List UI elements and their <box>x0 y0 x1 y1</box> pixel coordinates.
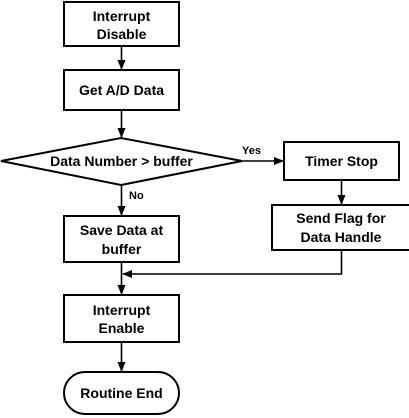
node-get-ad-data: Get A/D Data <box>63 69 180 111</box>
process-box <box>271 204 409 251</box>
yes-edge-label: Yes <box>242 145 261 157</box>
node-label-line2: Enable <box>99 320 145 336</box>
decision-label: Data Number > buffer <box>50 153 193 169</box>
node-label-line2: Disable <box>97 26 147 42</box>
node-label: Get A/D Data <box>79 82 164 98</box>
node-label: Routine End <box>80 385 162 401</box>
process-box <box>283 141 400 181</box>
node-interrupt-enable: Interrupt Enable <box>63 294 180 343</box>
node-label-line1: Send Flag for <box>296 210 386 226</box>
no-edge-label: No <box>129 190 144 202</box>
node-label: Timer Stop <box>305 153 378 169</box>
terminator-box <box>63 371 180 415</box>
node-label-line1: Interrupt <box>93 302 151 318</box>
process-box <box>63 1 180 47</box>
node-label-line1: Save Data at <box>80 222 164 238</box>
edge-send-flag-to-merge <box>122 250 343 278</box>
node-decision: Data Number > buffer <box>0 136 243 187</box>
node-label-line2: Data Handle <box>301 229 382 245</box>
node-label-line1: Interrupt <box>93 8 151 24</box>
node-interrupt-disable: Interrupt Disable <box>63 1 180 47</box>
node-routine-end: Routine End <box>63 371 180 415</box>
node-send-flag: Send Flag for Data Handle <box>271 204 409 251</box>
node-label-line2: buffer <box>102 241 142 257</box>
node-save-data: Save Data at buffer <box>63 215 180 263</box>
process-box <box>63 294 180 343</box>
node-timer-stop: Timer Stop <box>283 141 400 181</box>
